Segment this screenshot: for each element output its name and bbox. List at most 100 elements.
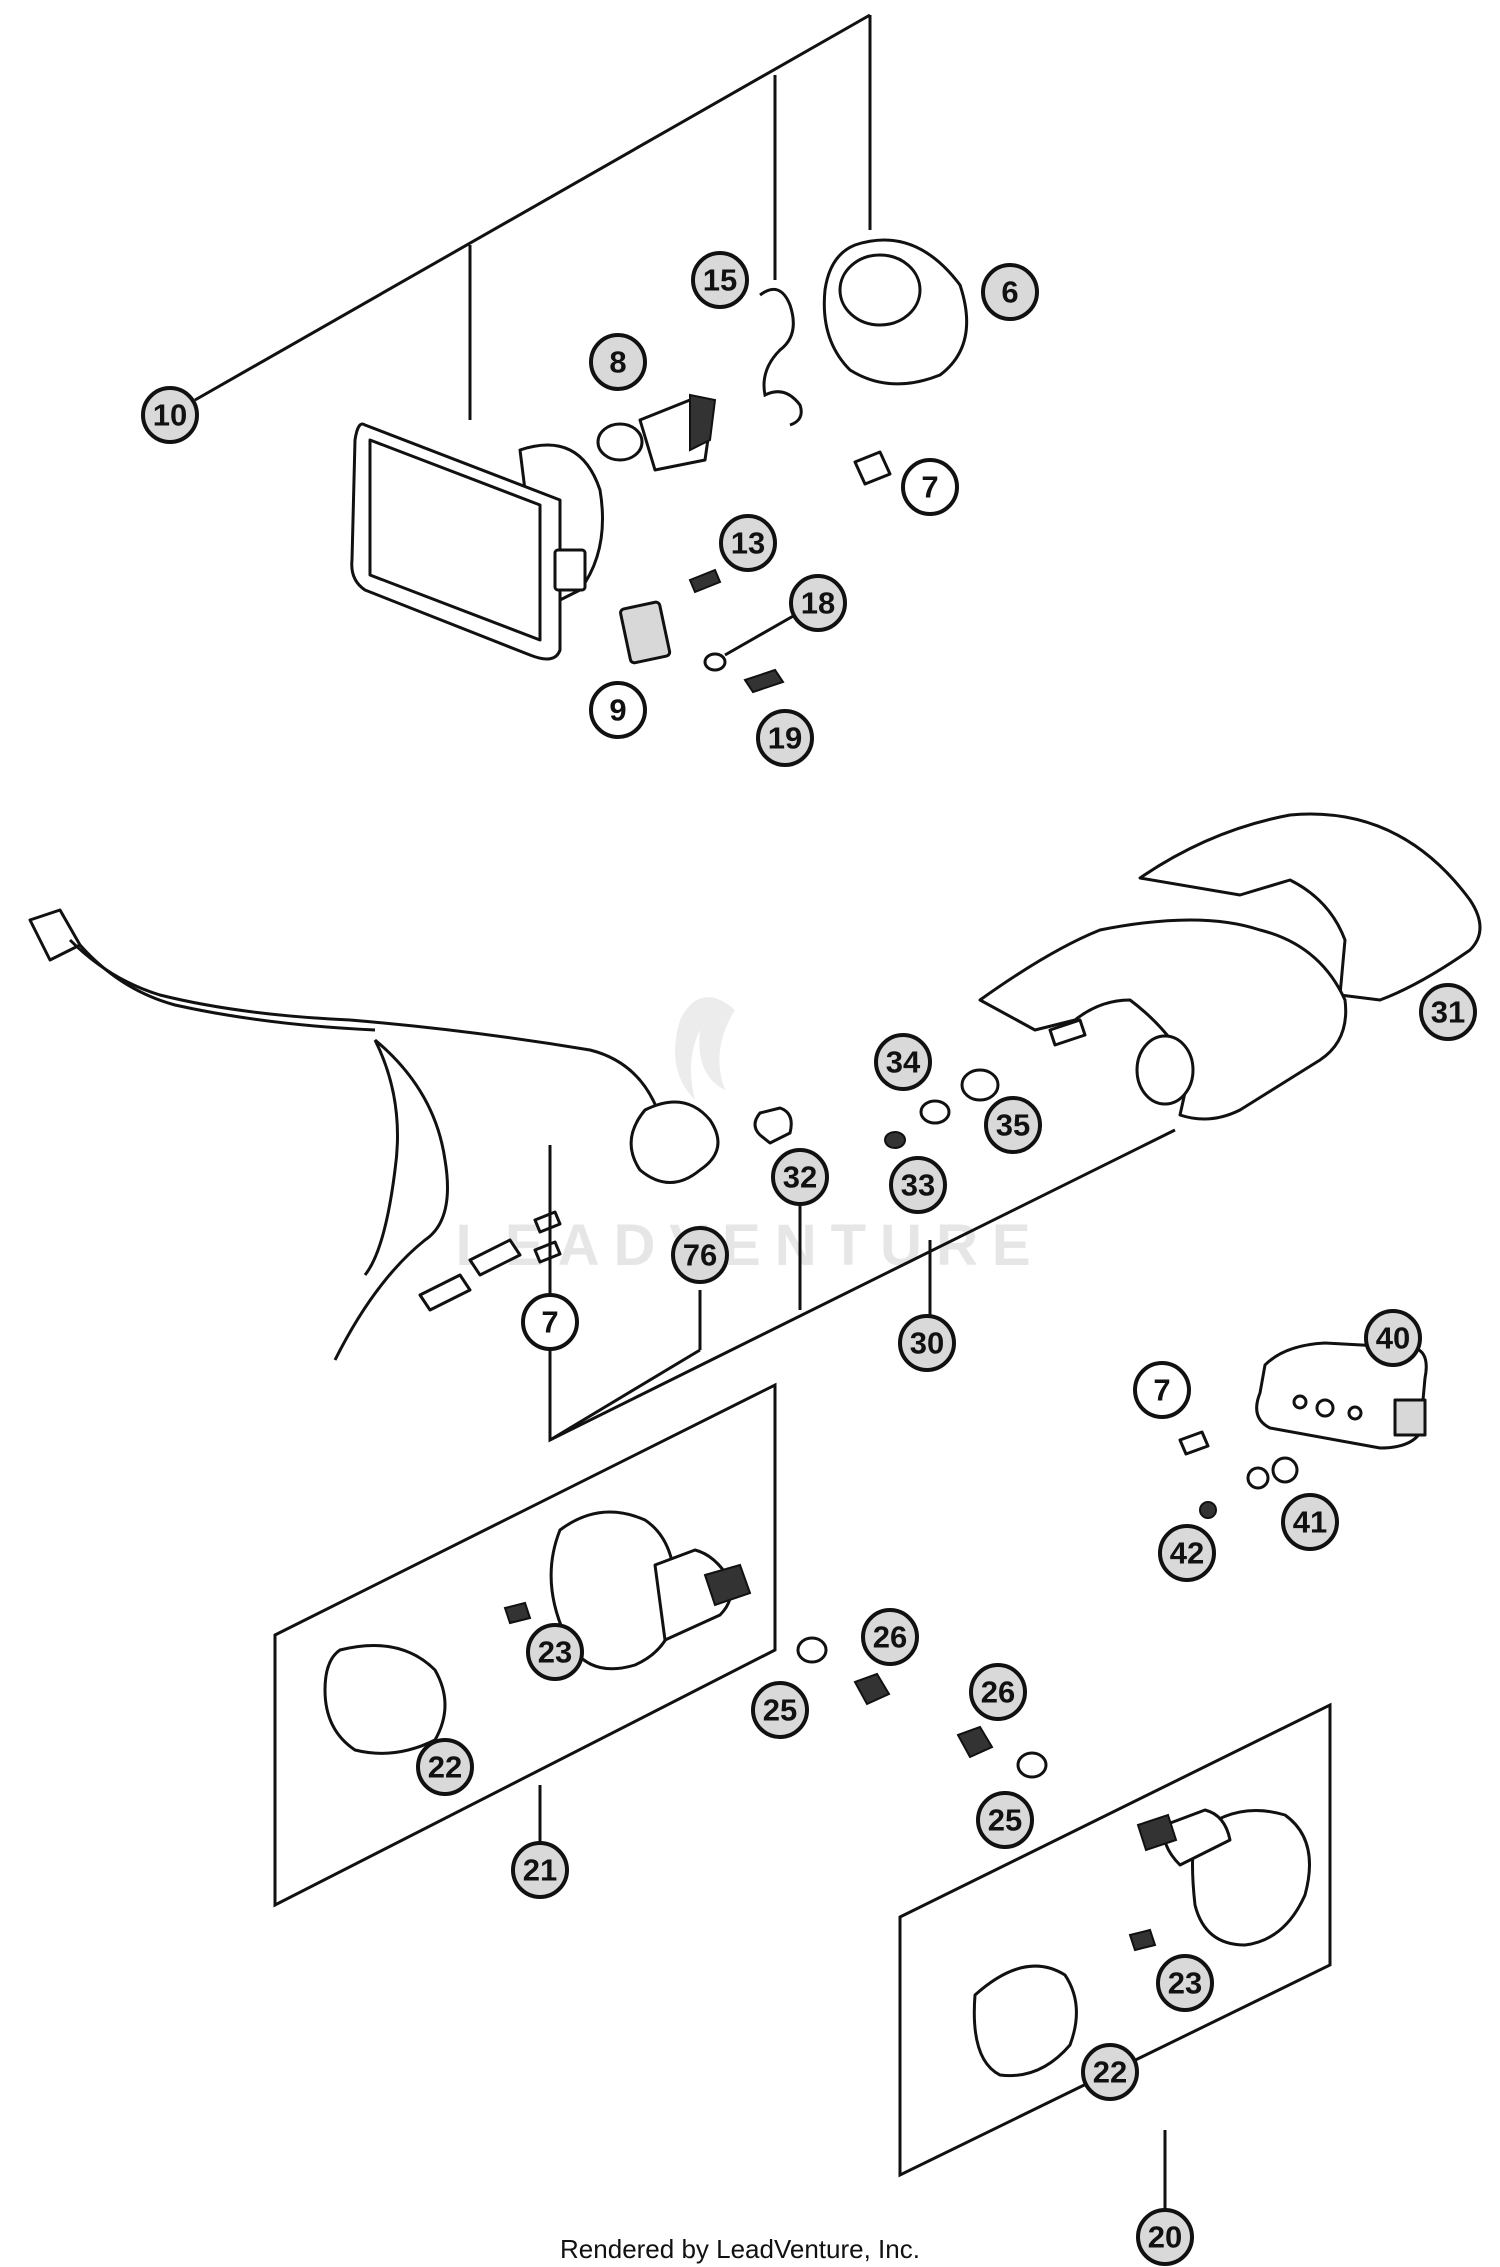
spring-clip [759, 287, 803, 427]
rear-fender [978, 918, 1348, 1121]
callout-22-left[interactable]: 22 [416, 1738, 474, 1796]
lens-22-left [323, 1644, 447, 1755]
screw-23-left [503, 1601, 532, 1625]
small-bulb-top [853, 450, 892, 486]
svg-text:76: 76 [683, 1238, 717, 1273]
svg-text:7: 7 [1153, 1373, 1170, 1408]
callout-42[interactable]: 42 [1158, 1524, 1216, 1582]
callout-15[interactable]: 15 [691, 251, 749, 309]
callout-7-middle[interactable]: 7 [521, 1293, 579, 1351]
callout-32[interactable]: 32 [771, 1148, 829, 1206]
washer-41b [1271, 1456, 1299, 1484]
svg-text:23: 23 [1168, 1966, 1202, 2001]
svg-text:26: 26 [873, 1620, 907, 1655]
callout-25-right[interactable]: 25 [976, 1791, 1034, 1849]
bracket [619, 600, 672, 665]
svg-text:20: 20 [1148, 2220, 1182, 2255]
washer-18 [703, 652, 727, 672]
callout-23-right[interactable]: 23 [1156, 1954, 1214, 2012]
bulb-32 [753, 1106, 793, 1145]
callout-10[interactable]: 10 [141, 386, 199, 444]
watermark: LEADVENTURE [455, 997, 1031, 1278]
callout-35[interactable]: 35 [984, 1096, 1042, 1154]
callout-30[interactable]: 30 [898, 1314, 956, 1372]
bulb-7-right [1178, 1430, 1210, 1456]
tail-section [28, 812, 1482, 1443]
svg-text:22: 22 [428, 1750, 462, 1785]
svg-text:19: 19 [768, 721, 802, 756]
indicator-right [898, 1702, 1332, 2220]
callout-25-left[interactable]: 25 [751, 1681, 809, 1739]
render-credit: Rendered by LeadVenture, Inc. [560, 2234, 920, 2264]
callout-13[interactable]: 13 [719, 514, 777, 572]
callout-18[interactable]: 18 [789, 574, 847, 632]
side-bulb-a [418, 1273, 472, 1312]
svg-text:22: 22 [1093, 2055, 1127, 2090]
callout-22-right[interactable]: 22 [1081, 2043, 1139, 2101]
callout-26-left[interactable]: 26 [861, 1608, 919, 1666]
rear-plate [1138, 812, 1482, 1002]
callout-33[interactable]: 33 [889, 1156, 947, 1214]
nut-26a [853, 1672, 891, 1706]
svg-text:42: 42 [1170, 1536, 1204, 1571]
washer-25b [1016, 1751, 1048, 1779]
svg-text:13: 13 [731, 526, 765, 561]
side-bulb-b [468, 1238, 522, 1277]
callout-6[interactable]: 6 [981, 263, 1039, 321]
svg-text:21: 21 [523, 1853, 557, 1888]
callout-7-top[interactable]: 7 [901, 458, 959, 516]
svg-text:35: 35 [996, 1108, 1030, 1143]
callout-26-right[interactable]: 26 [969, 1663, 1027, 1721]
screw-13 [688, 568, 722, 594]
svg-text:26: 26 [981, 1675, 1015, 1710]
callout-41[interactable]: 41 [1281, 1493, 1339, 1551]
dust-cover-ring [822, 238, 969, 386]
callout-20[interactable]: 20 [1136, 2208, 1194, 2266]
nut-42 [1199, 1501, 1217, 1519]
callout-8[interactable]: 8 [589, 333, 647, 391]
svg-text:9: 9 [609, 693, 626, 728]
licence-light [1178, 1341, 1428, 1519]
svg-text:7: 7 [541, 1305, 558, 1340]
svg-text:40: 40 [1376, 1321, 1410, 1356]
bulb-socket [629, 1100, 720, 1184]
svg-text:7: 7 [921, 470, 938, 505]
nut-26b [956, 1725, 994, 1759]
callouts: 10 15 6 8 7 13 18 9 19 31 34 35 32 33 76… [141, 251, 1477, 2266]
svg-text:41: 41 [1293, 1505, 1327, 1540]
wiring-harness [28, 908, 720, 1361]
svg-text:23: 23 [538, 1635, 572, 1670]
svg-text:10: 10 [153, 398, 187, 433]
screw-19 [743, 668, 785, 694]
svg-text:31: 31 [1431, 995, 1465, 1030]
callout-34[interactable]: 34 [874, 1033, 932, 1091]
indicator-hardware [796, 1636, 1048, 1779]
callout-31[interactable]: 31 [1419, 983, 1477, 1041]
svg-text:32: 32 [783, 1160, 817, 1195]
svg-text:15: 15 [703, 263, 737, 298]
bushing-35 [960, 1068, 1000, 1102]
svg-text:25: 25 [763, 1693, 797, 1728]
headlight-assembly [194, 13, 969, 694]
lens-22-right [972, 1964, 1078, 2078]
callout-76[interactable]: 76 [671, 1226, 729, 1284]
stud-right [1136, 1813, 1178, 1852]
svg-text:33: 33 [901, 1168, 935, 1203]
washer-34 [919, 1099, 951, 1125]
svg-text:25: 25 [988, 1803, 1022, 1838]
headlight-housing [350, 422, 604, 661]
callout-7-right[interactable]: 7 [1133, 1361, 1191, 1419]
nut-33 [884, 1131, 906, 1149]
svg-text:30: 30 [910, 1326, 944, 1361]
callout-9[interactable]: 9 [589, 681, 647, 739]
callout-21[interactable]: 21 [511, 1841, 569, 1899]
indicator-left [273, 1382, 777, 1908]
svg-text:6: 6 [1001, 275, 1018, 310]
callout-40[interactable]: 40 [1364, 1309, 1422, 1367]
screw-23-right [1128, 1928, 1157, 1952]
callout-23-left[interactable]: 23 [526, 1623, 584, 1681]
callout-19[interactable]: 19 [756, 709, 814, 767]
washer-41a [1246, 1466, 1270, 1490]
svg-text:18: 18 [801, 586, 835, 621]
